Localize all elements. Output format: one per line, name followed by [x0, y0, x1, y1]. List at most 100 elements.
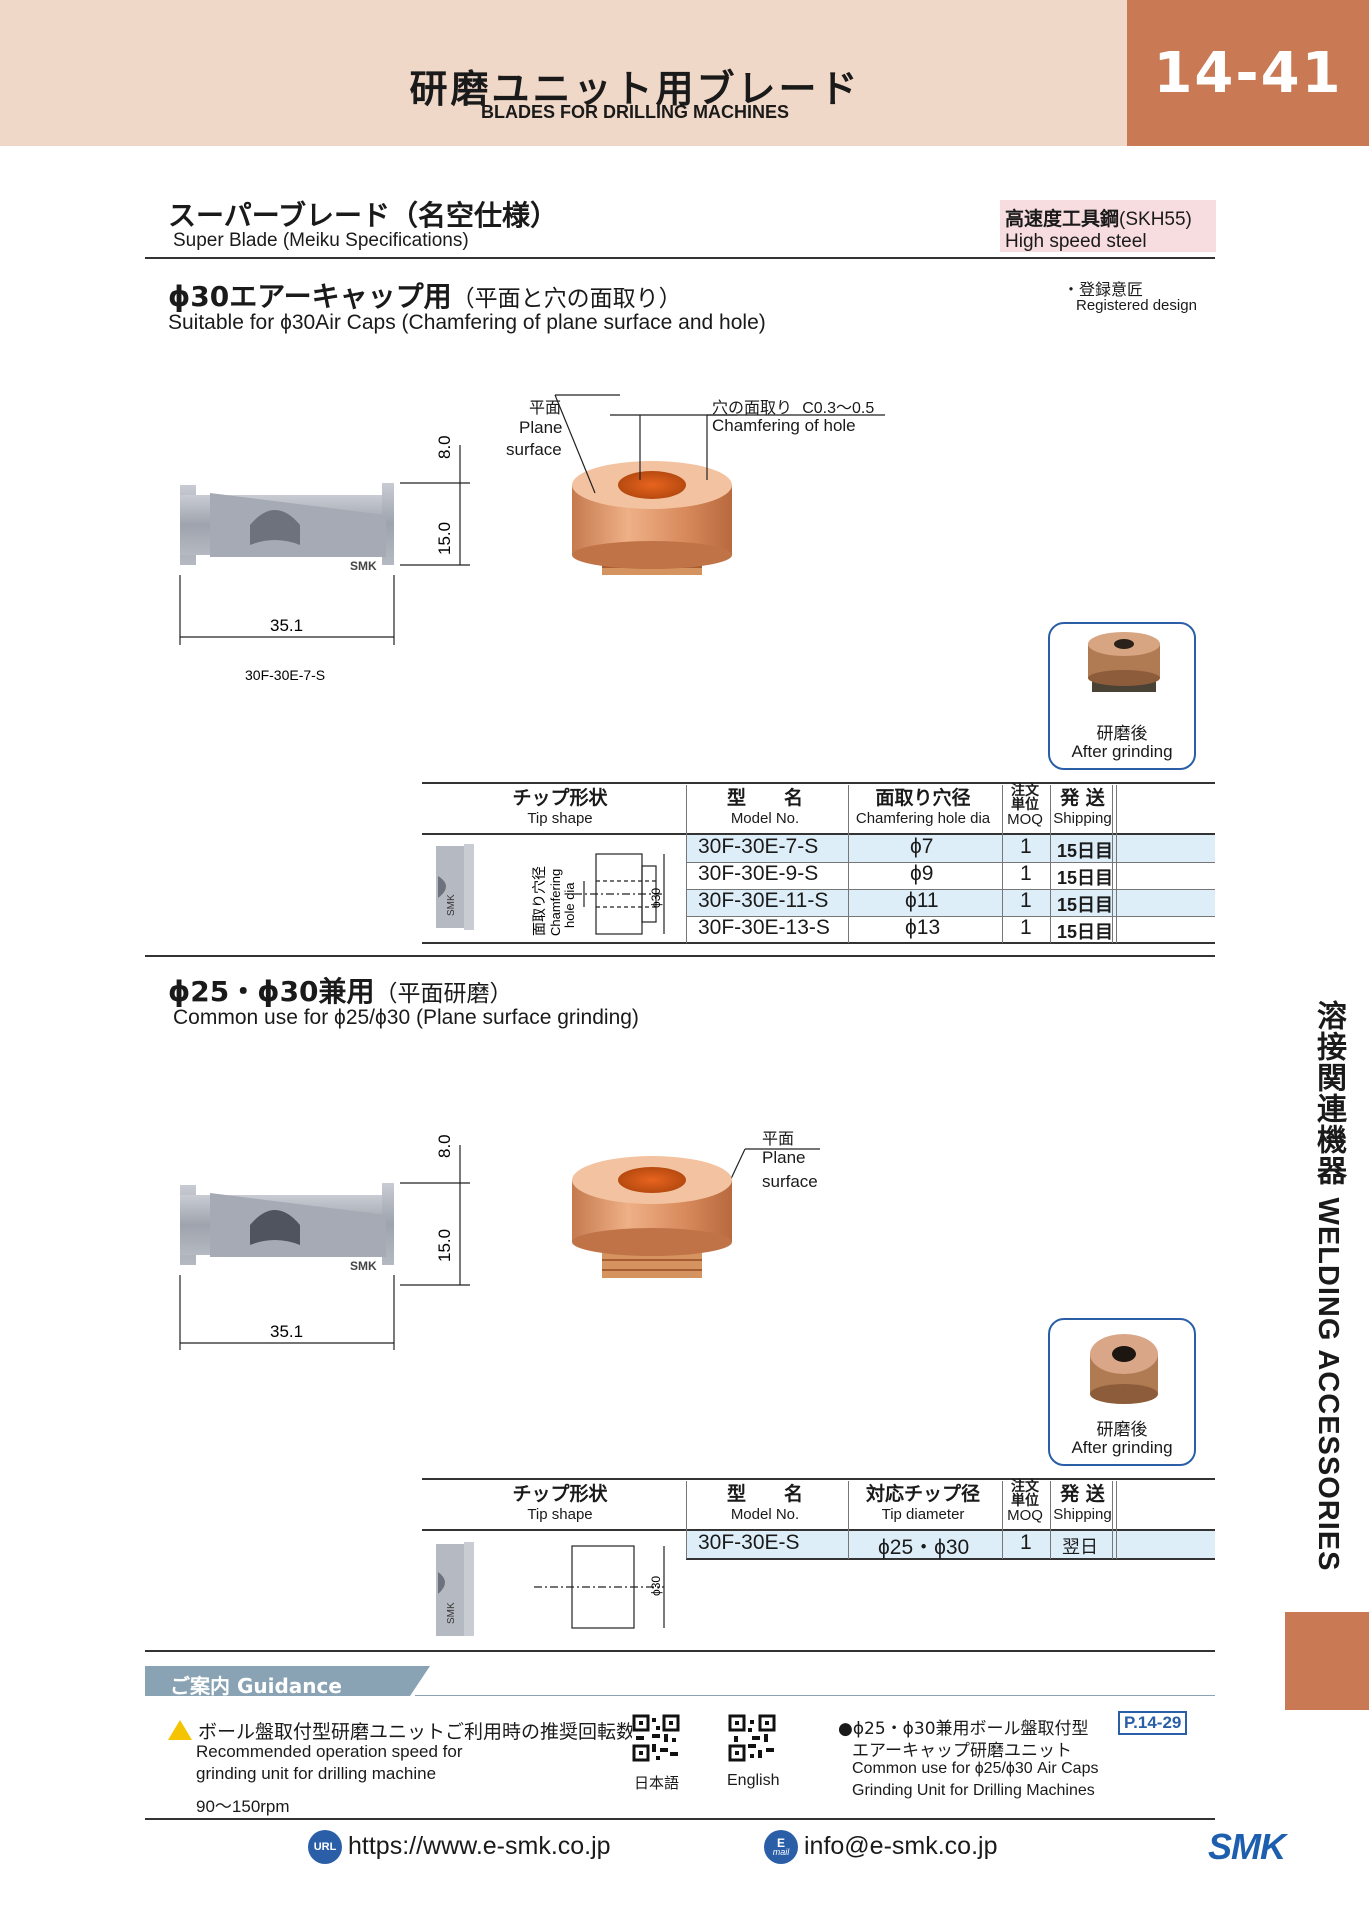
blade-brand-mark: SMK — [350, 1259, 377, 1273]
dim-top: 8.0 — [435, 1134, 454, 1158]
after-grinding-image — [1088, 632, 1160, 692]
after-grinding-en: After grinding — [1071, 1438, 1173, 1457]
ship-cell: 15日目 — [1057, 895, 1114, 915]
table2-top-rule — [422, 1478, 1215, 1480]
divider — [145, 257, 1215, 259]
warning-en1: Recommended operation speed for — [196, 1742, 463, 1761]
dia-cell: ϕ11 — [905, 889, 939, 912]
moq-cell: 1 — [1020, 889, 1032, 912]
blade-model-label: 30F-30E-7-S — [245, 667, 325, 683]
diagram-dim: ϕ30 — [649, 888, 663, 908]
blade-brand-mark: SMK — [350, 559, 377, 573]
table1-col-divider — [686, 785, 687, 943]
product-name-en: Super Blade (Meiku Specifications) — [173, 230, 469, 251]
registered-design-ja: ・登録意匠 — [1063, 280, 1144, 299]
warning-ja: ボール盤取付型研磨ユニットご利用時の推奨回転数 — [198, 1721, 636, 1743]
label-plane-en1: Plane — [762, 1148, 806, 1167]
section1-title-sub: （平面と穴の面取り） — [451, 286, 682, 312]
table1-header-rule — [422, 833, 1215, 835]
section1-title-ja: ϕ30エアーキャップ用（平面と穴の面取り） — [168, 275, 682, 315]
dia-cell: ϕ7 — [910, 835, 934, 858]
table1-col-divider — [848, 785, 849, 943]
air-cap-image — [572, 461, 732, 575]
table1-col-divider — [1112, 785, 1113, 943]
table-row — [686, 1531, 1215, 1558]
after-grinding-ja: 研磨後 — [1096, 724, 1148, 744]
page-title-en: BLADES FOR DRILLING MACHINES — [481, 102, 789, 122]
section2-title-sub: （平面研磨） — [374, 981, 513, 1007]
section2-title-ja: ϕ25・ϕ30兼用（平面研磨） — [168, 970, 513, 1010]
email-link[interactable]: info@e-smk.co.jp — [804, 1832, 998, 1860]
side-category: 溶接関連機器 WELDING ACCESSORIES — [1290, 1000, 1350, 1600]
table2-col-divider — [1050, 1481, 1051, 1559]
section-divider — [145, 1650, 1215, 1652]
section1-title-en: Suitable for ϕ30Air Caps (Chamfering of … — [168, 311, 766, 334]
side-en: WELDING ACCESSORIES — [1312, 1197, 1344, 1572]
dim-top: 8.0 — [435, 435, 454, 459]
moq-cell: 1 — [1020, 862, 1032, 885]
qr-code-icon[interactable] — [728, 1714, 776, 1762]
dia-cell: ϕ9 — [910, 862, 934, 885]
ship-cell: 15日目 — [1057, 868, 1114, 888]
product-name-ja: スーパーブレード（名空仕様） — [168, 199, 559, 232]
air-cap-image — [572, 1156, 732, 1278]
section2-title-en: Common use for ϕ25/ϕ30 (Plane surface gr… — [173, 1006, 639, 1029]
ship-cell: 15日目 — [1057, 922, 1114, 942]
section2-title-main: ϕ25・ϕ30兼用 — [168, 975, 375, 1008]
diagram-label-ja: 面取り穴径 — [532, 866, 548, 936]
side-tab-block — [1285, 1612, 1369, 1710]
diagram-label-en2: hole dia — [562, 882, 577, 928]
label-chamfer-en: Chamfering of hole — [712, 416, 856, 435]
model-cell: 30F-30E-S — [698, 1531, 800, 1554]
ship-cell: 翌日 — [1062, 1537, 1098, 1557]
blade-image: SMK — [180, 483, 394, 573]
guidance-title: ご案内 Guidance — [170, 1674, 342, 1698]
ref-line1: ●ϕ25・ϕ30兼用ボール盤取付型 — [838, 1719, 1089, 1739]
table1-bottom-rule — [422, 942, 1215, 944]
table1-col-divider — [1002, 785, 1003, 943]
moq-cell: 1 — [1020, 916, 1032, 939]
after-grinding-image — [1090, 1334, 1158, 1404]
material-ja: 高速度工具鋼 — [1005, 208, 1120, 230]
side-ja: 溶接関連機器 — [1311, 1000, 1346, 1186]
smk-logo: SMK — [1208, 1826, 1286, 1867]
model-cell: 30F-30E-11-S — [698, 889, 829, 912]
table-row — [686, 835, 1215, 862]
qr-code-icon[interactable] — [632, 1714, 680, 1762]
tip-brand-mark: SMK — [446, 894, 457, 916]
table1-col-divider — [1050, 785, 1051, 943]
qr-label-ja: 日本語 — [634, 1774, 680, 1792]
ref-line4: Grinding Unit for Drilling Machines — [852, 1782, 1095, 1799]
table2-col-divider — [1002, 1481, 1003, 1559]
ref-page-link[interactable]: P.14-29 — [1118, 1711, 1188, 1735]
moq-cell: 1 — [1020, 835, 1032, 858]
table1-col-divider — [1116, 785, 1117, 943]
registered-design-en: Registered design — [1076, 297, 1197, 314]
warning-line: ボール盤取付型研磨ユニットご利用時の推奨回転数 — [168, 1717, 635, 1744]
warning-icon — [168, 1720, 192, 1740]
ref-line3: Common use for ϕ25/ϕ30 Air Caps — [852, 1760, 1099, 1777]
blade-image: SMK — [180, 1183, 394, 1273]
table2-header-rule — [422, 1529, 1215, 1531]
callout-lines — [554, 394, 885, 494]
label-plane-en2: surface — [506, 440, 562, 459]
tip-brand-mark: SMK — [446, 1602, 457, 1624]
model-cell: 30F-30E-13-S — [698, 916, 830, 939]
warning-en2: grinding unit for drilling machine — [196, 1764, 437, 1783]
qr-label-en: English — [727, 1772, 780, 1789]
footer-rule — [145, 1818, 1215, 1820]
material-en: High speed steel — [1005, 231, 1147, 252]
section1-drawings: SMK 8.0 15.0 35.1 30F-30E-7-S — [179, 394, 885, 683]
website-link[interactable]: https://www.e-smk.co.jp — [348, 1832, 611, 1860]
moq-cell: 1 — [1020, 1531, 1032, 1554]
dimension-lines — [179, 445, 470, 645]
recommended-speed: 90〜150rpm — [196, 1797, 290, 1816]
label-plane-en1: Plane — [519, 418, 563, 437]
table-row — [686, 862, 1215, 889]
diagram-dim: ϕ30 — [649, 1576, 663, 1596]
